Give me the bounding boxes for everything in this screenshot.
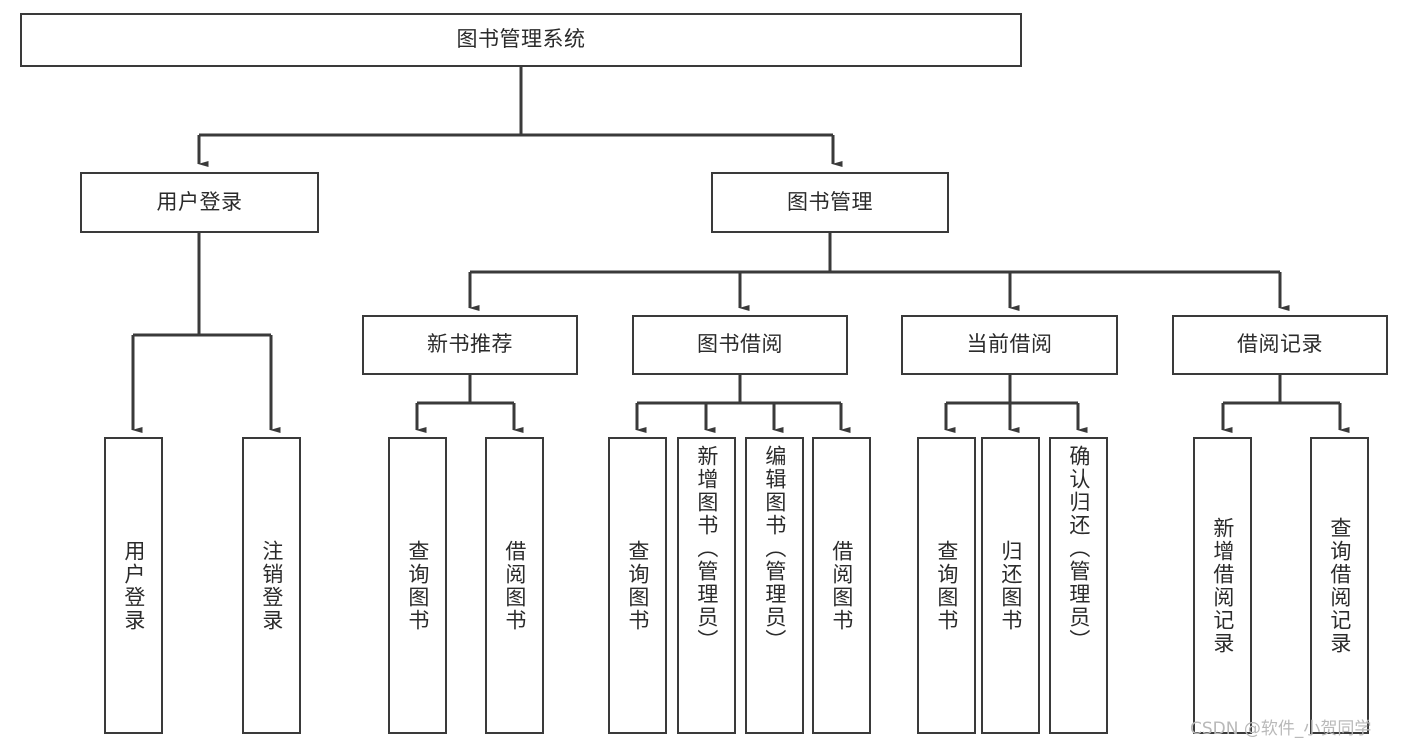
- leaf-add-record-label: 新增借阅记录: [1210, 516, 1235, 655]
- leaf-query-book-1-label: 查询图书: [405, 539, 430, 632]
- leaf-query-book-3-label: 查询图书: [934, 539, 959, 632]
- leaf-borrow-book-2-label: 借阅图书: [829, 539, 854, 632]
- leaf-query-book-1[interactable]: 查询图书: [388, 437, 447, 734]
- leaf-query-book-3[interactable]: 查询图书: [917, 437, 976, 734]
- leaf-confirm-return[interactable]: 确认归还（管理员）: [1049, 437, 1108, 734]
- leaf-edit-book-label: 编辑图书（管理员）: [762, 445, 787, 652]
- leaf-return-book-label: 归还图书: [998, 539, 1023, 632]
- leaf-user-login-label: 用户登录: [121, 539, 146, 632]
- node-book-manage-label: 图书管理: [787, 189, 873, 214]
- node-current-borrow-label: 当前借阅: [966, 332, 1053, 357]
- leaf-add-record[interactable]: 新增借阅记录: [1193, 437, 1252, 734]
- node-book-borrow[interactable]: 图书借阅: [632, 315, 848, 375]
- leaf-add-book[interactable]: 新增图书（管理员）: [677, 437, 736, 734]
- leaf-query-book-2[interactable]: 查询图书: [608, 437, 667, 734]
- leaf-user-login[interactable]: 用户登录: [104, 437, 163, 734]
- node-book-borrow-label: 图书借阅: [697, 332, 783, 357]
- leaf-borrow-book-1[interactable]: 借阅图书: [485, 437, 544, 734]
- node-borrow-record[interactable]: 借阅记录: [1172, 315, 1388, 375]
- leaf-query-book-2-label: 查询图书: [625, 539, 650, 632]
- node-current-borrow[interactable]: 当前借阅: [901, 315, 1118, 375]
- node-user-login[interactable]: 用户登录: [80, 172, 319, 233]
- leaf-borrow-book-1-label: 借阅图书: [502, 539, 527, 632]
- leaf-add-book-label: 新增图书（管理员）: [694, 445, 719, 652]
- node-new-book-recommend[interactable]: 新书推荐: [362, 315, 578, 375]
- leaf-query-record[interactable]: 查询借阅记录: [1310, 437, 1369, 734]
- leaf-borrow-book-2[interactable]: 借阅图书: [812, 437, 871, 734]
- node-borrow-record-label: 借阅记录: [1237, 332, 1323, 357]
- leaf-logout-login-label: 注销登录: [259, 539, 284, 632]
- node-root-label: 图书管理系统: [456, 27, 586, 52]
- leaf-return-book[interactable]: 归还图书: [981, 437, 1040, 734]
- node-book-manage[interactable]: 图书管理: [711, 172, 949, 233]
- node-root[interactable]: 图书管理系统: [20, 13, 1022, 67]
- leaf-confirm-return-label: 确认归还（管理员）: [1066, 445, 1091, 652]
- leaf-query-record-label: 查询借阅记录: [1327, 516, 1352, 655]
- watermark: CSDN @软件_小贺同学: [1190, 719, 1372, 739]
- node-user-login-label: 用户登录: [156, 189, 243, 214]
- leaf-logout-login[interactable]: 注销登录: [242, 437, 301, 734]
- node-new-book-recommend-label: 新书推荐: [427, 332, 513, 357]
- leaf-edit-book[interactable]: 编辑图书（管理员）: [745, 437, 804, 734]
